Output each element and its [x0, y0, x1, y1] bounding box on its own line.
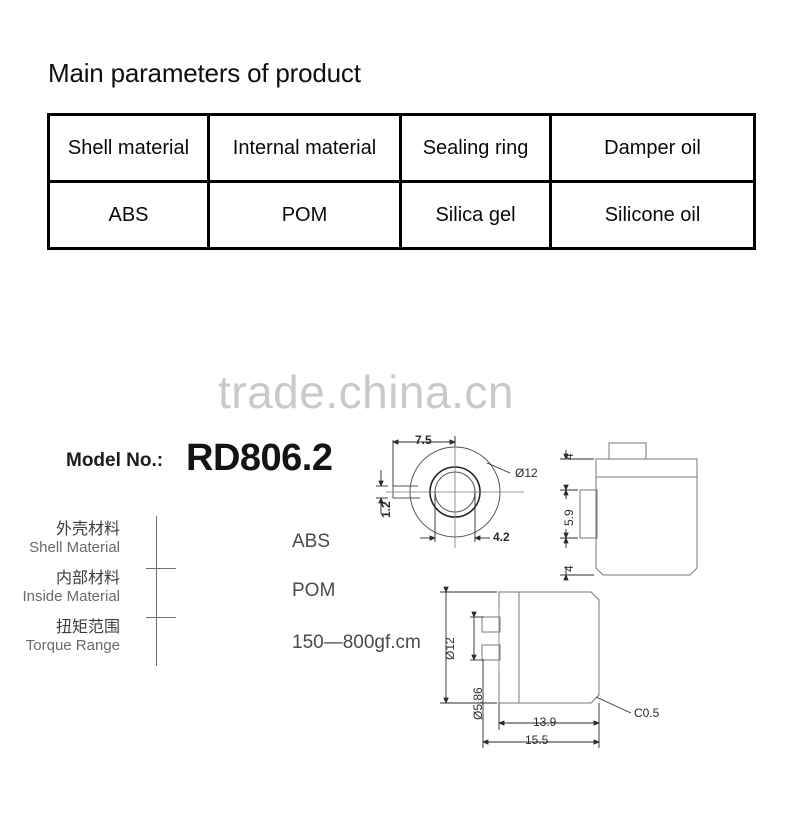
table-header-cell-shell-material: Shell material — [47, 113, 210, 183]
table-header-cell-internal-material: Internal material — [207, 113, 402, 183]
spec-label-inside-material: 内部材料 Inside Material — [0, 569, 120, 606]
bottom-view-chamfer-leader — [595, 696, 632, 714]
technical-drawings: 7.5 1.2 4.2 Ø12 4 5.9 4 Ø12 Ø5.86 13.9 1… — [0, 420, 800, 780]
table-header-cell-sealing-ring: Sealing ring — [399, 113, 552, 183]
dim-label-4-2: 4.2 — [493, 530, 510, 544]
dim-label-1-2: 1.2 — [379, 501, 393, 518]
table-header-row: Shell material Internal material Sealing… — [47, 113, 756, 183]
bottom-view-dim-dia12 — [440, 586, 497, 704]
spec-label-cn-inside-material: 内部材料 — [55, 570, 120, 587]
side-view-top-tab — [608, 442, 647, 460]
table-header-cell-damper-oil: Damper oil — [549, 113, 756, 183]
side-view-dims — [560, 450, 594, 581]
top-view-dim-7-5 — [392, 436, 456, 486]
side-view-left-boss — [579, 489, 598, 539]
dim-label-7-5: 7.5 — [415, 433, 432, 447]
spec-label-shell-material: 外壳材料 Shell Material — [0, 520, 120, 557]
spec-value-torque-range: 150—800gf.cm — [292, 632, 421, 653]
bottom-view-body — [498, 591, 600, 704]
spec-label-en-inside-material: Inside Material — [22, 588, 120, 605]
table-cell-internal-material-value: POM — [207, 180, 402, 250]
spec-divider-tick-2 — [146, 617, 176, 618]
bottom-view-dim-13-9 — [498, 703, 600, 730]
bottom-view-dim-15-5 — [482, 660, 600, 748]
table-cell-shell-material-value: ABS — [47, 180, 210, 250]
spec-value-shell-material: ABS — [292, 531, 331, 552]
bottom-view-pin-1 — [481, 616, 501, 633]
bottom-view-drawing — [481, 591, 600, 704]
table-cell-damper-oil-value: Silicone oil — [549, 180, 756, 250]
top-view-dim-1-2 — [376, 470, 388, 514]
spec-label-cn-torque-range: 扭矩范围 — [55, 619, 120, 636]
top-view-drawing — [386, 436, 524, 548]
parameters-table: Shell material Internal material Sealing… — [47, 113, 756, 250]
dim-label-15-5: 15.5 — [525, 733, 549, 747]
spec-label-cn-shell-material: 外壳材料 — [55, 521, 120, 538]
spec-divider-line — [156, 516, 157, 666]
top-view-dia-leader — [486, 462, 511, 474]
dim-label-dia-12-bottom: Ø12 — [443, 637, 457, 660]
spec-divider-tick-1 — [146, 568, 176, 569]
spec-label-torque-range: 扭矩范围 Torque Range — [0, 618, 120, 655]
model-number-label: Model No.: — [66, 450, 164, 471]
model-number-value: RD806.2 — [186, 437, 333, 479]
technical-drawings-svg — [376, 436, 698, 748]
table-cell-sealing-ring-value: Silica gel — [399, 180, 552, 250]
table-value-row: ABS POM Silica gel Silicone oil — [47, 180, 756, 250]
bottom-view-pin-2 — [481, 644, 501, 661]
watermark: trade.china.cn — [218, 366, 514, 418]
side-view-drawing — [579, 442, 698, 576]
dim-label-side-4-bottom: 4 — [562, 565, 576, 572]
spec-label-en-torque-range: Torque Range — [25, 637, 120, 654]
bottom-view-dim-dia586 — [470, 611, 484, 661]
dim-label-side-4-top: 4 — [562, 453, 576, 460]
dim-label-dia-12-top: Ø12 — [515, 466, 538, 480]
dim-label-13-9: 13.9 — [533, 715, 557, 729]
dim-label-dia-5-86: Ø5.86 — [471, 687, 485, 720]
dim-label-side-5-9: 5.9 — [562, 509, 576, 526]
spec-value-inside-material: POM — [292, 580, 336, 601]
dim-label-c0-5: C0.5 — [634, 706, 660, 720]
top-view-dim-4-2 — [420, 492, 490, 542]
side-view-body — [595, 458, 698, 576]
page-title: Main parameters of product — [48, 58, 361, 88]
spec-label-en-shell-material: Shell Material — [29, 539, 120, 556]
